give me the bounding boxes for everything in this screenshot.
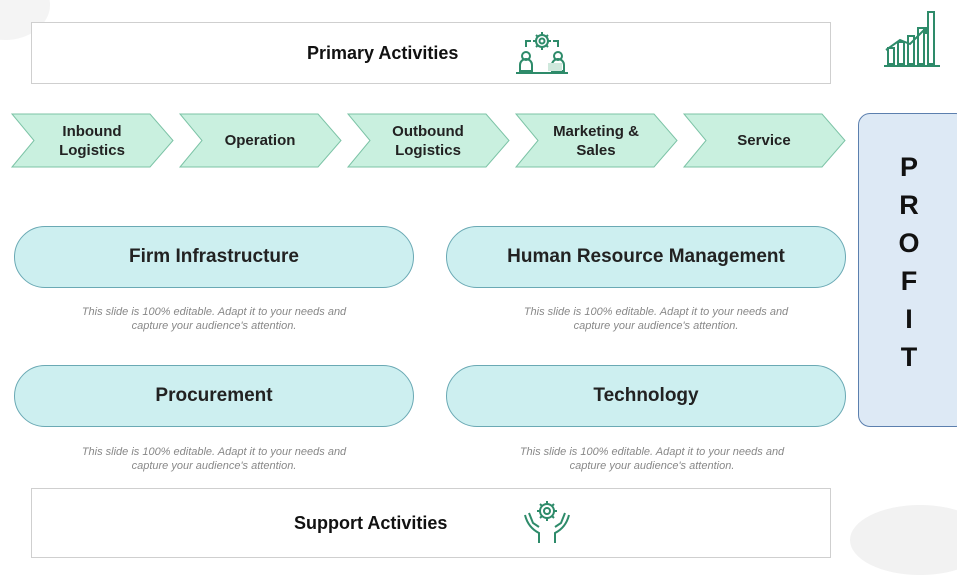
description-line: capture your audience's attention. (569, 460, 735, 472)
description-line: This slide is 100% editable. Adapt it to… (81, 446, 347, 458)
chevron-label: Marketing & Sales (553, 122, 639, 159)
firm-infrastructure-pill: Firm Infrastructure (14, 226, 414, 288)
procurement-description: This slide is 100% editable. Adapt it to… (14, 445, 414, 473)
support-activities-title: Support Activities (294, 513, 448, 533)
chevron-label: Operation (224, 132, 296, 149)
hands-gear-icon (517, 497, 577, 554)
profit-label: P R O F I T (898, 152, 920, 372)
technology-description: This slide is 100% editable. Adapt it to… (452, 445, 852, 473)
chevron-marketing-sales: Marketing & Sales (514, 113, 679, 168)
primary-activity-chevrons: Inbound Logistics Operation Outbound Log… (10, 113, 850, 168)
chevron-outbound-logistics: Outbound Logistics (346, 113, 511, 168)
description-line: capture your audience's attention. (131, 320, 297, 332)
primary-activities-title: Primary Activities (307, 43, 459, 63)
description-line: This slide is 100% editable. Adapt it to… (523, 306, 789, 318)
chevron-label: Inbound Logistics (59, 122, 125, 159)
human-resource-management-pill: Human Resource Management (446, 226, 846, 288)
primary-activities-box: Primary Activities (31, 22, 831, 84)
profit-box: P R O F I T (858, 113, 957, 427)
description-line: This slide is 100% editable. Adapt it to… (81, 306, 347, 318)
chevron-service: Service (682, 113, 847, 168)
procurement-pill: Procurement (14, 365, 414, 427)
chevron-operation: Operation (178, 113, 343, 168)
description-line: capture your audience's attention. (131, 460, 297, 472)
corner-decoration (850, 505, 957, 575)
chevron-label: Outbound Logistics (392, 122, 464, 159)
hrm-description: This slide is 100% editable. Adapt it to… (456, 305, 856, 333)
chevron-inbound-logistics: Inbound Logistics (10, 113, 175, 168)
support-activities-box: Support Activities (31, 488, 831, 558)
technology-pill: Technology (446, 365, 846, 427)
bar-chart-growth-icon (882, 10, 942, 75)
description-line: capture your audience's attention. (573, 320, 739, 332)
team-gear-icon (512, 29, 572, 86)
description-line: This slide is 100% editable. Adapt it to… (519, 446, 785, 458)
firm-infrastructure-description: This slide is 100% editable. Adapt it to… (14, 305, 414, 333)
chevron-label: Service (737, 132, 791, 149)
